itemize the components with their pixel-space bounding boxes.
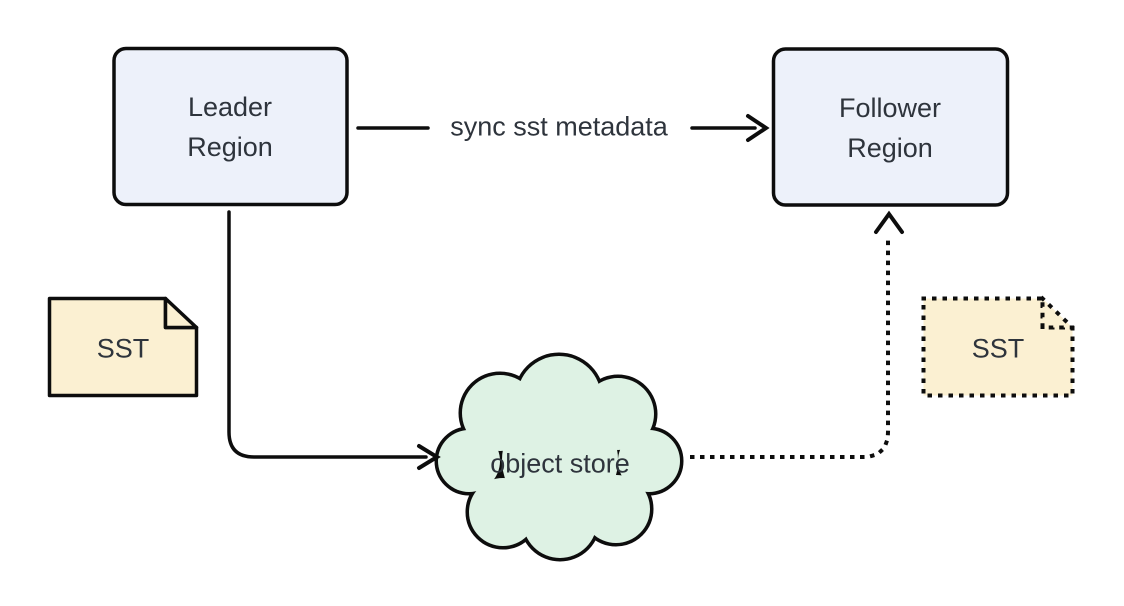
follower-region-node — [771, 47, 1010, 207]
edge-sync-metadata-label: sync sst metadata — [450, 111, 668, 142]
leader-region-label: Leader Region — [187, 87, 273, 167]
sst-right-folded-corner-icon — [1040, 296, 1075, 330]
leader-region-node — [112, 46, 349, 207]
follower-region-label: Follower Region — [839, 88, 941, 168]
leader-region-label-line1: Leader — [187, 92, 273, 122]
follower-region-label-line2: Region — [847, 133, 933, 163]
sst-right-label: SST — [971, 333, 1025, 364]
sst-left-label: SST — [96, 333, 150, 364]
edge-restore-sst-arrowhead-icon — [874, 210, 904, 234]
edge-sync-metadata-arrowhead-icon — [746, 114, 770, 142]
edge-restore-sst — [690, 234, 890, 459]
edge-upload-sst-arrowhead-icon — [417, 444, 441, 470]
sst-left-folded-corner-icon — [163, 296, 199, 330]
leader-region-label-line2: Region — [187, 132, 273, 162]
follower-region-label-line1: Follower — [838, 93, 942, 123]
object-store-label: object store — [490, 448, 630, 479]
edge-upload-sst — [227, 210, 428, 459]
